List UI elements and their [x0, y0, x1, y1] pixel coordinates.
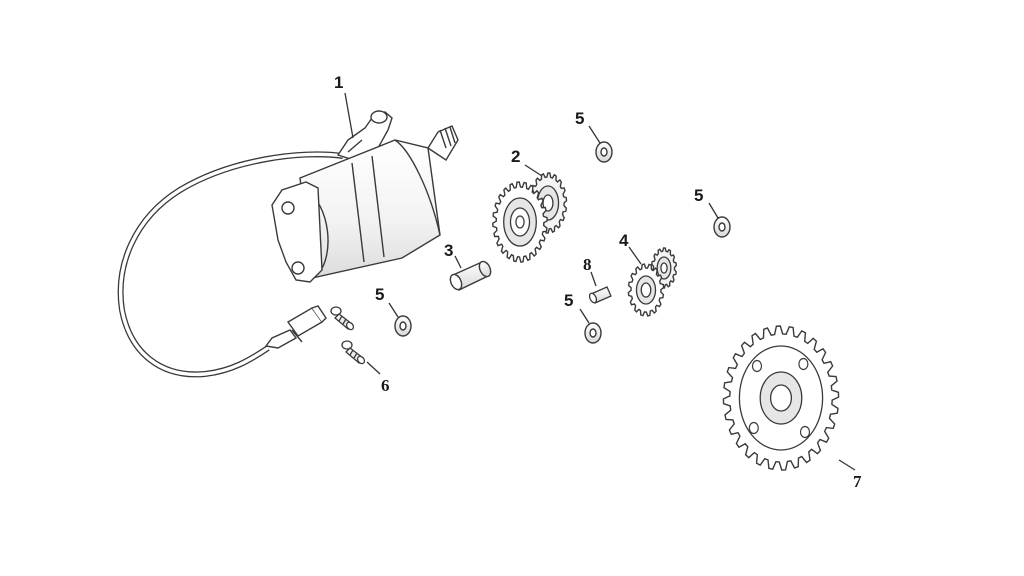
leader-lines	[344, 92, 856, 471]
callout-6: 6	[381, 376, 390, 395]
leader-8	[590, 271, 597, 287]
idle-shaft	[448, 260, 493, 292]
bolt-lower	[342, 341, 366, 365]
double-gear-front-hub-2	[515, 215, 525, 229]
sprocket-hole-2	[748, 421, 759, 435]
leader-5b	[588, 125, 601, 144]
callout-3: 3	[444, 241, 453, 260]
washer-c	[714, 217, 730, 237]
gears	[492, 172, 840, 471]
leader-2	[524, 164, 543, 177]
reduction-gear-rear-hub-1	[660, 262, 668, 274]
starter-cable	[121, 154, 343, 374]
leader-4	[628, 246, 642, 265]
leader-7	[838, 459, 856, 471]
reduction-gear-front-hub-1	[640, 282, 652, 298]
callout-2: 2	[511, 147, 520, 166]
sprocket-hole-0	[751, 359, 763, 373]
reduction-gear-front	[627, 263, 665, 317]
mounting-flange	[272, 182, 322, 282]
leader-1	[344, 92, 354, 139]
washer-a	[395, 316, 411, 336]
driven-sprocket-hub-2	[769, 384, 793, 412]
sprocket-hole-3	[799, 425, 811, 439]
callout-4: 4	[619, 231, 629, 250]
leader-6	[366, 361, 381, 375]
washer-d	[585, 323, 601, 343]
bolt-upper	[331, 307, 355, 331]
cable-connector	[266, 306, 326, 348]
washer-b	[596, 142, 612, 162]
starter-motor	[121, 111, 458, 374]
motor-shaft	[428, 126, 458, 160]
washers	[395, 142, 730, 343]
callout-5-left: 5	[375, 285, 384, 304]
callout-1: 1	[334, 73, 343, 92]
callout-7: 7	[853, 472, 862, 491]
small-pin	[588, 287, 611, 304]
double-gear-front	[492, 181, 548, 263]
callout-5-center: 5	[564, 291, 573, 310]
sprocket-hole-1	[798, 357, 809, 371]
leader-5a	[388, 302, 399, 318]
callout-5-top: 5	[575, 109, 584, 128]
driven-sprocket	[722, 325, 840, 471]
leader-5d	[579, 308, 590, 324]
terminal-cap	[338, 111, 392, 162]
callout-labels: 1 2 3 4 5 5 5 5 6 7 8	[334, 73, 862, 491]
mounting-bolts	[331, 307, 366, 365]
callout-8: 8	[583, 255, 592, 274]
leader-3	[454, 255, 462, 269]
leader-5c	[708, 202, 719, 219]
callout-5-right: 5	[694, 186, 703, 205]
